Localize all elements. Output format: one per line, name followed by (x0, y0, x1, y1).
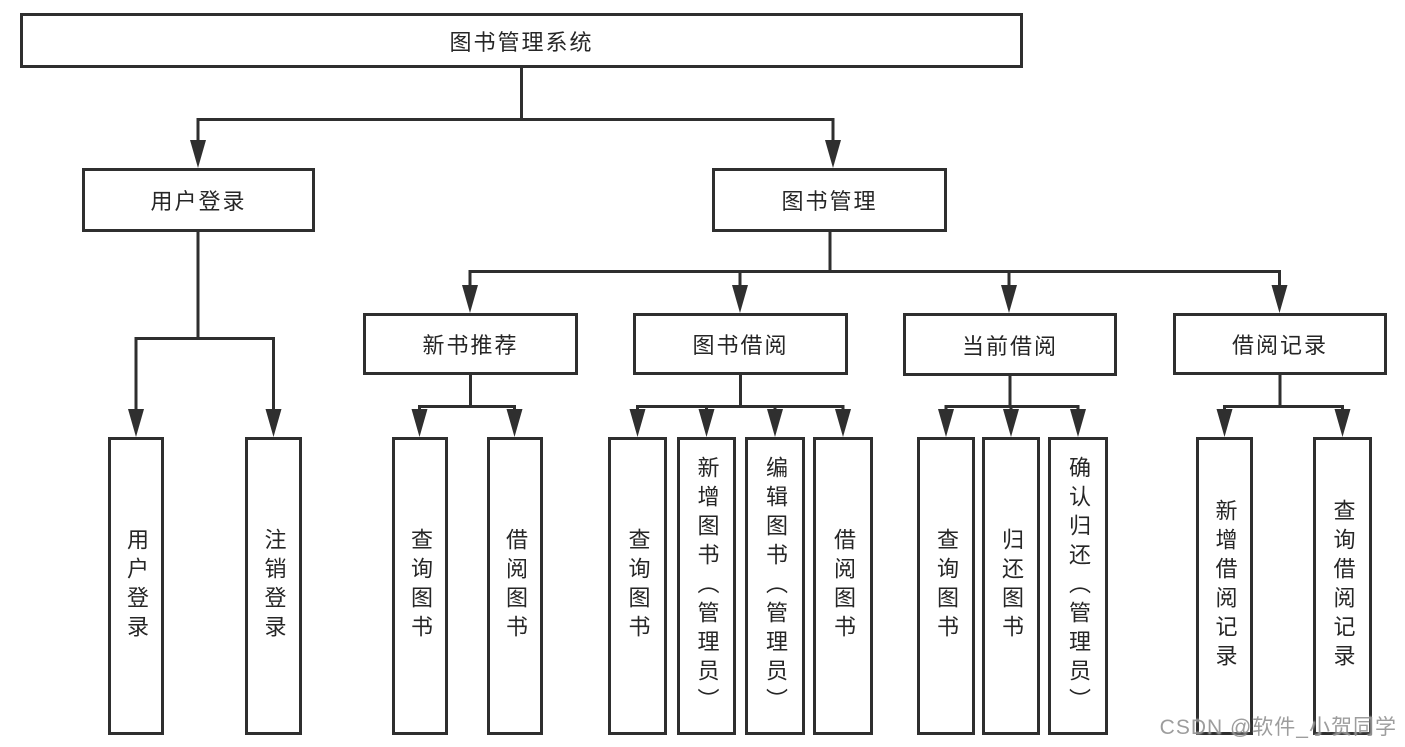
leaf-label: 新增借阅记录 (1212, 499, 1238, 673)
node-book-borrow: 图书借阅 (633, 313, 848, 375)
leaf-label: 查询借阅记录 (1330, 499, 1356, 673)
leaf-borrow-book-recommend: 借阅图书 (487, 437, 543, 735)
leaf-user-login: 用户登录 (108, 437, 164, 735)
leaf-label: 查询图书 (625, 528, 651, 644)
leaf-label: 查询图书 (934, 528, 959, 644)
node-borrow-records: 借阅记录 (1173, 313, 1387, 375)
leaf-confirm-return-admin: 确认归还（管理员） (1048, 437, 1108, 735)
leaf-label: 用户登录 (124, 528, 149, 644)
leaf-add-borrow-record: 新增借阅记录 (1196, 437, 1253, 735)
leaf-label: 查询图书 (408, 528, 433, 644)
csdn-watermark: CSDN @软件_小贺同学 (1159, 716, 1397, 739)
leaf-query-borrow-record: 查询借阅记录 (1313, 437, 1372, 735)
leaf-label: 归还图书 (999, 528, 1024, 644)
leaf-return-book: 归还图书 (982, 437, 1040, 735)
node-new-book-recommend: 新书推荐 (363, 313, 578, 375)
leaf-label: 新增图书（管理员） (694, 455, 720, 717)
node-user-login: 用户登录 (82, 168, 315, 232)
arrowheads (128, 140, 1351, 437)
node-current-borrow: 当前借阅 (903, 313, 1117, 376)
leaf-query-book-borrow: 查询图书 (608, 437, 667, 735)
node-root: 图书管理系统 (20, 13, 1023, 68)
leaf-label: 借阅图书 (503, 528, 528, 644)
leaf-label: 借阅图书 (831, 528, 856, 644)
leaf-edit-book-admin: 编辑图书（管理员） (745, 437, 805, 735)
leaf-borrow-book: 借阅图书 (813, 437, 873, 735)
leaf-label: 注销登录 (261, 528, 287, 644)
leaf-query-book-current: 查询图书 (917, 437, 975, 735)
leaf-add-book-admin: 新增图书（管理员） (677, 437, 736, 735)
node-book-management: 图书管理 (712, 168, 947, 232)
leaf-label: 编辑图书（管理员） (763, 455, 788, 717)
leaf-label: 确认归还（管理员） (1066, 455, 1091, 717)
leaf-query-book-recommend: 查询图书 (392, 437, 448, 735)
leaf-logout: 注销登录 (245, 437, 302, 735)
